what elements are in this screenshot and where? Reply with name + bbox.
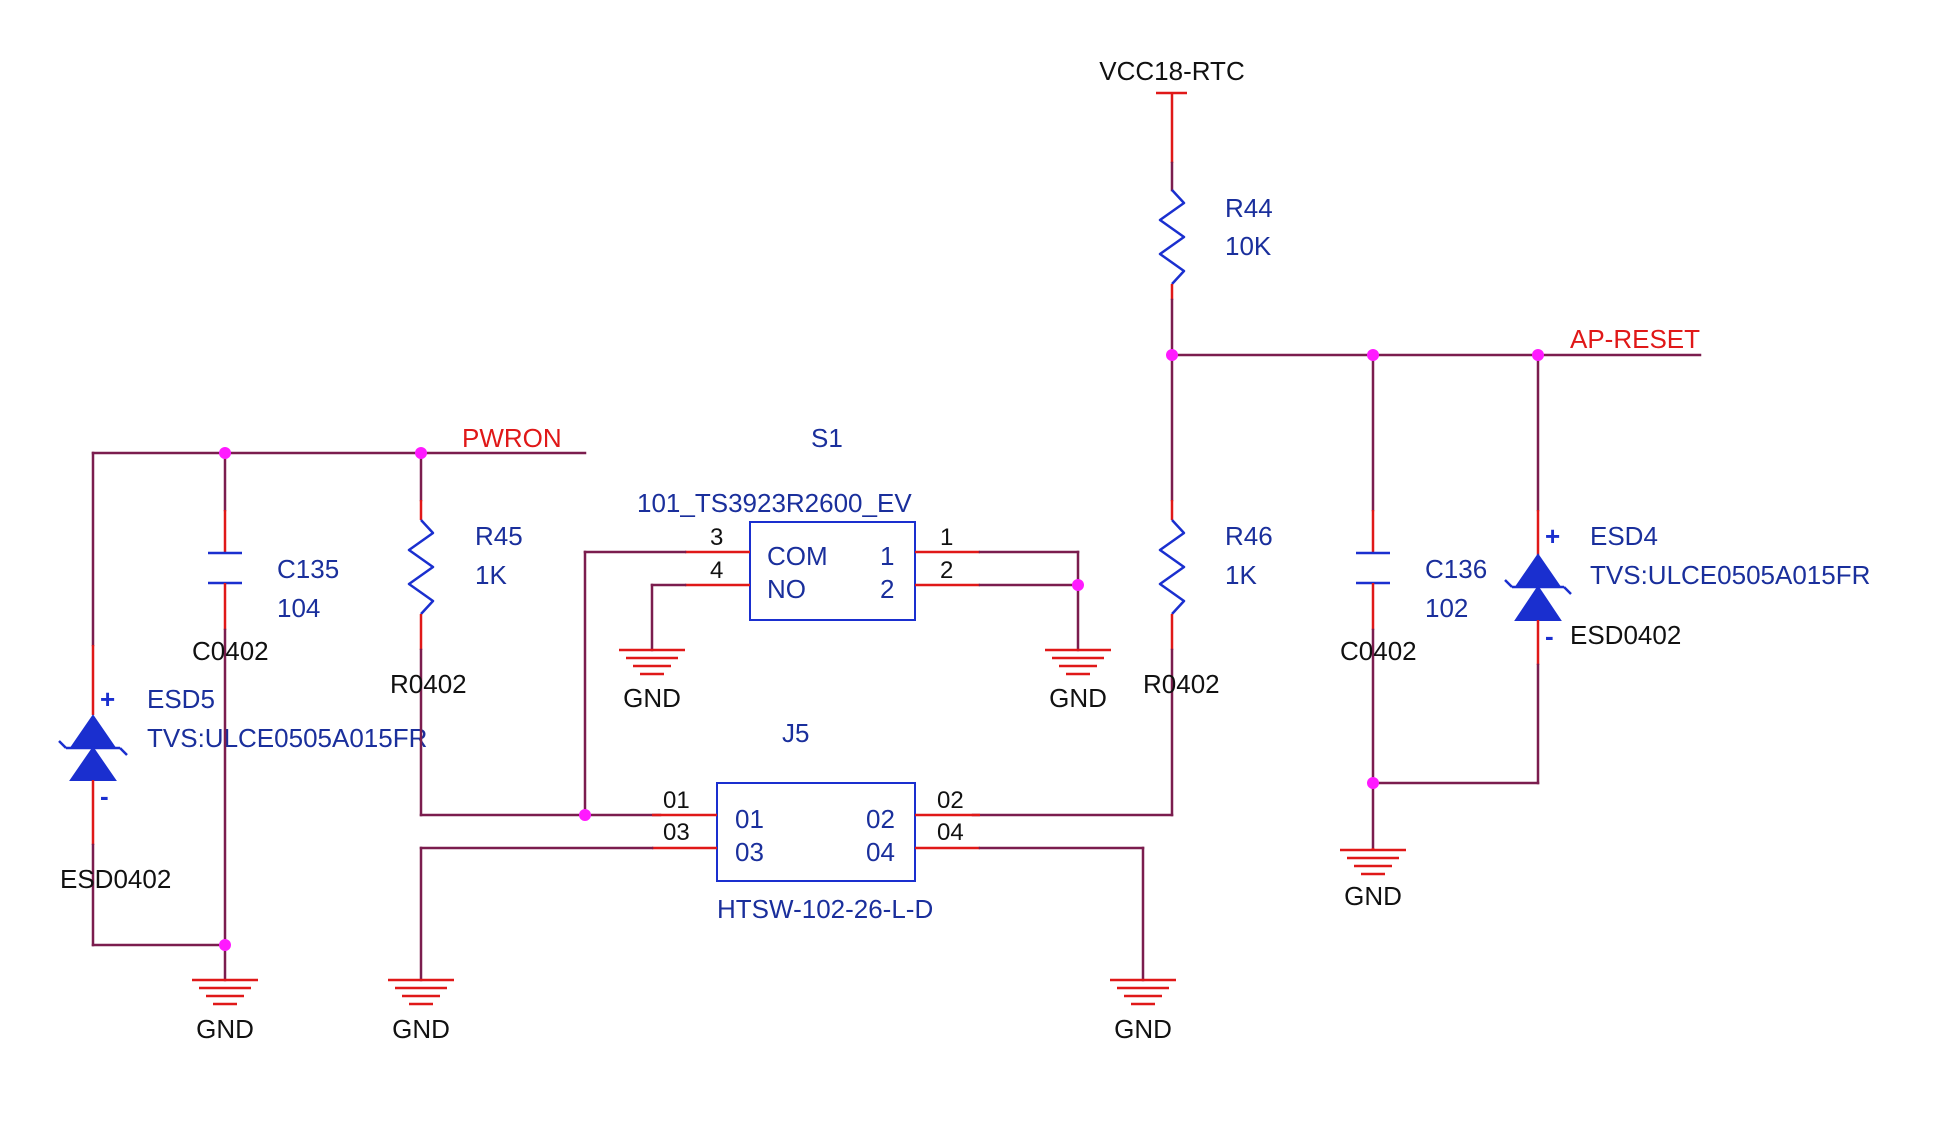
capacitor-c135: C135 104 C0402	[192, 451, 339, 982]
esd5-package: ESD0402	[60, 864, 171, 894]
vcc-power-port: VCC18-RTC	[1099, 56, 1245, 163]
s1-pin-1: 1	[940, 524, 953, 551]
j5-pin-04: 04	[937, 819, 964, 846]
gnd-label-s1-right: GND	[1049, 683, 1107, 713]
pwron-net: PWRON	[91, 423, 587, 455]
gnd-symbol-s1-right: GND	[1045, 648, 1111, 713]
s1-pin-4: 4	[710, 557, 723, 584]
r44-value: 10K	[1225, 231, 1272, 261]
j5-ref: J5	[782, 718, 809, 748]
gnd-symbol-j5-left: GND	[388, 978, 454, 1044]
tvs-diode-esd4: + - ESD4 TVS:ULCE0505A015FR ESD0402	[1371, 353, 1870, 785]
gnd-label-j5-right: GND	[1114, 1014, 1172, 1044]
s1-label-1: 1	[880, 541, 894, 571]
s1-label-no: NO	[767, 574, 806, 604]
gnd-symbol-left: GND	[192, 978, 258, 1044]
esd4-plus: +	[1545, 521, 1560, 551]
switch-s1: S1 101_TS3923R2600_EV COM NO 1 2 3 4 1 2	[583, 423, 1080, 817]
r44-ref: R44	[1225, 193, 1273, 223]
r46-ref: R46	[1225, 521, 1273, 551]
junction-dot	[1166, 349, 1178, 361]
esd5-ref: ESD5	[147, 684, 215, 714]
r46-value: 1K	[1225, 560, 1257, 590]
resistor-r44: R44 10K	[1158, 161, 1273, 357]
esd4-minus: -	[1545, 621, 1554, 651]
r46-package: R0402	[1143, 669, 1220, 699]
ap-reset-net: AP-RESET	[1170, 324, 1702, 357]
j5-label-03: 03	[735, 837, 764, 867]
gnd-label-j5-left: GND	[392, 1014, 450, 1044]
resistor-r46: R46 1K R0402	[971, 353, 1273, 817]
s1-pin-2: 2	[940, 557, 953, 584]
esd5-plus: +	[100, 684, 115, 714]
r45-value: 1K	[475, 560, 507, 590]
c135-value: 104	[277, 593, 320, 623]
junction-dot	[219, 939, 231, 951]
esd5-minus: -	[100, 781, 109, 811]
gnd-label-left: GND	[196, 1014, 254, 1044]
gnd-label-s1-left: GND	[623, 683, 681, 713]
junction-dot	[219, 447, 231, 459]
c136-package: C0402	[1340, 636, 1417, 666]
gnd-label-right: GND	[1344, 881, 1402, 911]
junctions	[219, 349, 1544, 951]
junction-dot	[415, 447, 427, 459]
j5-pin-03: 03	[663, 819, 690, 846]
c136-ref: C136	[1425, 554, 1487, 584]
esd4-package: ESD0402	[1570, 620, 1681, 650]
s1-label-2: 2	[880, 574, 894, 604]
j5-label-01: 01	[735, 804, 764, 834]
junction-dot	[1072, 579, 1084, 591]
gnd-symbol-right: GND	[1340, 848, 1406, 911]
c135-ref: C135	[277, 554, 339, 584]
gnd-symbol-j5-right: GND	[1110, 978, 1176, 1044]
esd4-ref: ESD4	[1590, 521, 1658, 551]
j5-label-02: 02	[866, 804, 895, 834]
s1-part: 101_TS3923R2600_EV	[637, 488, 912, 518]
c135-package: C0402	[192, 636, 269, 666]
capacitor-c136: C136 102 C0402	[1340, 353, 1487, 850]
s1-ref: S1	[811, 423, 843, 453]
pwron-label: PWRON	[462, 423, 562, 453]
resistor-r45: R45 1K R0402	[390, 451, 662, 817]
j5-label-04: 04	[866, 837, 895, 867]
junction-dot	[579, 809, 591, 821]
s1-label-com: COM	[767, 541, 828, 571]
j5-pin-01: 01	[663, 787, 690, 814]
gnd-symbol-s1-left: GND	[619, 648, 685, 713]
header-j5: J5 01 03 02 04 HTSW-102-26-L-D 01 03 02 …	[419, 718, 1145, 982]
tvs-diode-esd5: + - ESD5 TVS:ULCE0505A015FR ESD0402	[58, 451, 427, 947]
s1-pin-3: 3	[710, 524, 723, 551]
j5-part: HTSW-102-26-L-D	[717, 894, 933, 924]
vcc-label: VCC18-RTC	[1099, 56, 1244, 86]
junction-dot	[1367, 777, 1379, 789]
esd4-value: TVS:ULCE0505A015FR	[1590, 560, 1870, 590]
c136-value: 102	[1425, 593, 1468, 623]
j5-pin-02: 02	[937, 787, 964, 814]
ap-reset-label: AP-RESET	[1570, 324, 1700, 354]
junction-dot	[1367, 349, 1379, 361]
esd5-value: TVS:ULCE0505A015FR	[147, 723, 427, 753]
r45-package: R0402	[390, 669, 467, 699]
junction-dot	[1532, 349, 1544, 361]
r45-ref: R45	[475, 521, 523, 551]
